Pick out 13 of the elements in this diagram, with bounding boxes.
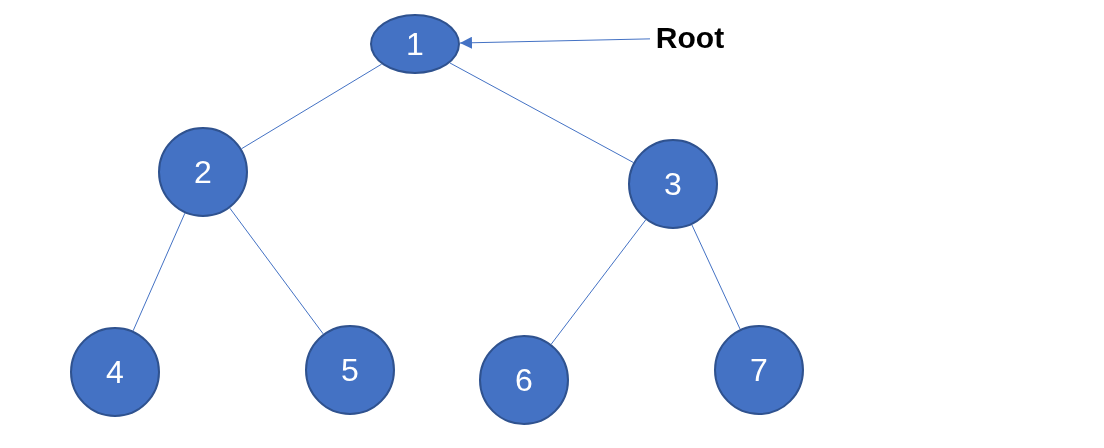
node-number: 3 bbox=[664, 165, 682, 203]
node-number: 2 bbox=[194, 153, 212, 191]
arrow bbox=[459, 36, 651, 49]
node-number: 6 bbox=[515, 361, 533, 399]
node-number: 7 bbox=[750, 351, 768, 389]
tree-edge bbox=[691, 224, 741, 330]
tree-edge bbox=[550, 219, 647, 345]
node-number: 5 bbox=[341, 351, 359, 389]
tree-edge bbox=[229, 207, 324, 335]
node-number: 1 bbox=[406, 25, 424, 63]
node-number: 4 bbox=[106, 353, 124, 391]
root-label: Root bbox=[655, 21, 725, 55]
tree-edge bbox=[132, 212, 186, 332]
